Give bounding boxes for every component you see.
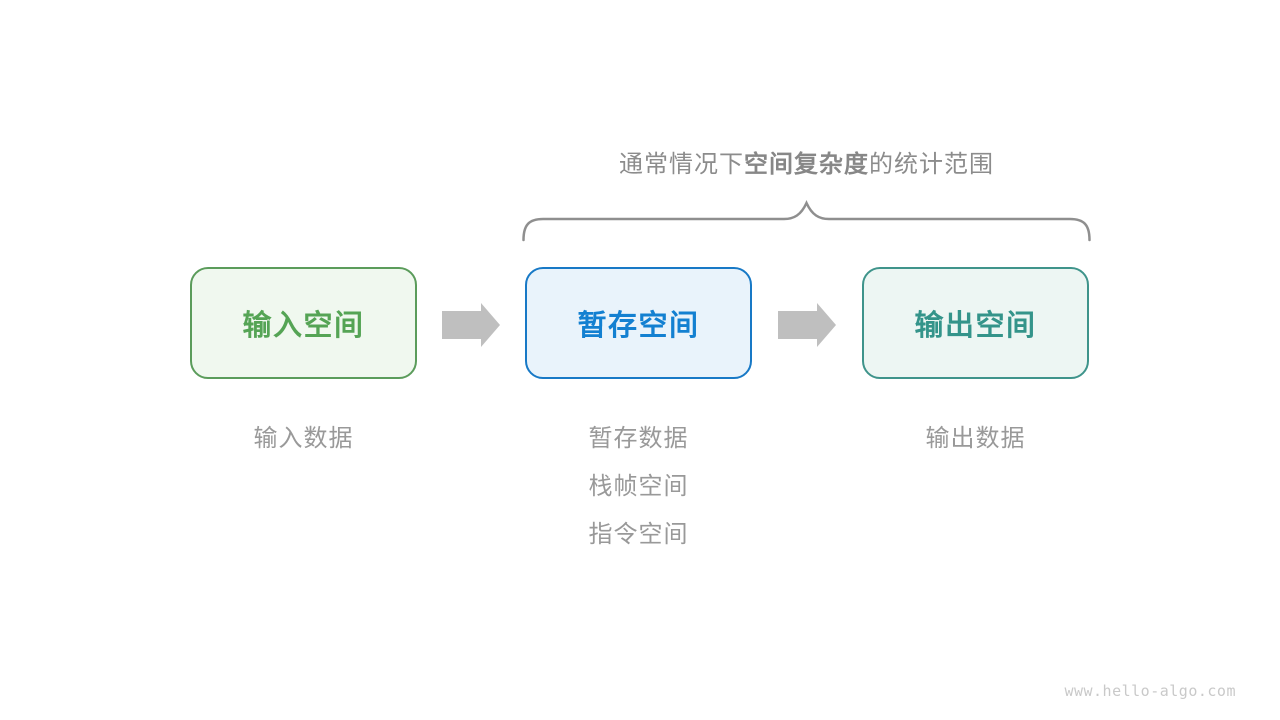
note-instruction-space: 指令空间 <box>588 521 689 548</box>
note-stack-frame-space: 栈帧空间 <box>588 473 689 500</box>
scope-title-emphasis: 空间复杂度 <box>744 151 869 178</box>
scope-title: 通常情况下空间复杂度的统计范围 <box>523 144 1090 179</box>
temporary-space-label: 暂存空间 <box>577 310 700 342</box>
output-notes: 输出数据 <box>862 421 1089 469</box>
temporary-notes: 暂存数据 栈帧空间 指令空间 <box>525 421 752 565</box>
arrow-right-icon <box>778 303 836 347</box>
note-temp-data: 暂存数据 <box>588 425 689 452</box>
note-input-data: 输入数据 <box>253 425 354 452</box>
arrow-right-icon <box>442 303 500 347</box>
output-space-box: 输出空间 <box>862 267 1089 379</box>
input-notes: 输入数据 <box>190 421 417 469</box>
note-output-data: 输出数据 <box>925 425 1026 452</box>
input-space-label: 输入空间 <box>242 310 365 342</box>
site-watermark: www.hello-algo.com <box>1064 682 1236 700</box>
temporary-space-box: 暂存空间 <box>525 267 752 379</box>
scope-title-suffix: 的统计范围 <box>869 151 994 178</box>
curly-brace-icon <box>522 200 1091 242</box>
input-space-box: 输入空间 <box>190 267 417 379</box>
scope-title-prefix: 通常情况下 <box>619 151 744 178</box>
output-space-label: 输出空间 <box>914 310 1037 342</box>
